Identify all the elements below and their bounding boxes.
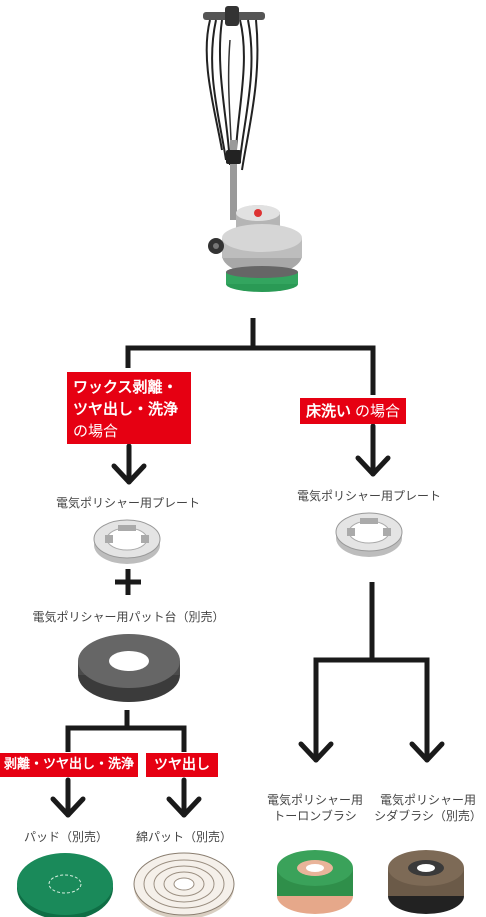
- left-tag-line1: ワックス剥離・: [73, 378, 178, 396]
- right-tag-main: 床洗い: [300, 398, 356, 424]
- toron-brush-label: 電気ポリシャー用 トーロンブラシ: [262, 792, 368, 824]
- cotton-pad-label: 綿パット（別売）: [135, 830, 232, 844]
- shida-brush-label: 電気ポリシャー用 シダブラシ（別売）: [373, 792, 483, 824]
- plus-icon: [115, 569, 141, 595]
- right-branch-tag-group: 床洗い の場合: [300, 398, 407, 424]
- floor-polisher-image: [203, 6, 302, 292]
- cotton-pad-image: [133, 852, 235, 917]
- shida-brush-image: [388, 850, 464, 914]
- toron-brush-label-line2: トーロンブラシ: [273, 809, 357, 823]
- left-tag-suffix: の場合: [73, 422, 119, 440]
- right-tag-suffix: の場合: [355, 398, 407, 424]
- pad-arrows: [50, 777, 202, 818]
- pad-label: パッド（別売）: [23, 830, 108, 844]
- tree-lines: [125, 318, 376, 395]
- left-sub-tree-lines: [65, 710, 187, 752]
- left-arrow: [111, 443, 147, 485]
- left-tag-line2: ツヤ出し・洗浄: [73, 400, 179, 418]
- left-branch-tag: ワックス剥離・ ツヤ出し・洗浄 の場合: [67, 372, 191, 444]
- toron-brush-label-line1: 電気ポリシャー用: [266, 793, 363, 807]
- pad-base-image: [78, 634, 180, 702]
- right-plate-label: 電気ポリシャー用プレート: [296, 489, 441, 503]
- plate-right-image: [335, 512, 403, 557]
- sub-right-tag: ツヤ出し: [146, 753, 218, 777]
- pad-base-label: 電気ポリシャー用パット台（別売）: [32, 610, 225, 624]
- green-pad-image: [17, 853, 113, 917]
- right-tree-lines: [313, 582, 430, 700]
- toron-brush-image: [277, 850, 353, 914]
- brush-arrows: [298, 697, 445, 763]
- shida-brush-label-line1: 電気ポリシャー用: [379, 793, 476, 807]
- right-arrow: [355, 423, 391, 477]
- left-plate-label: 電気ポリシャー用プレート: [55, 496, 200, 510]
- shida-brush-label-line2: シダブラシ（別売）: [374, 809, 482, 823]
- sub-left-tag: 剥離・ツヤ出し・洗浄: [0, 753, 139, 777]
- plate-left-image: [93, 519, 161, 564]
